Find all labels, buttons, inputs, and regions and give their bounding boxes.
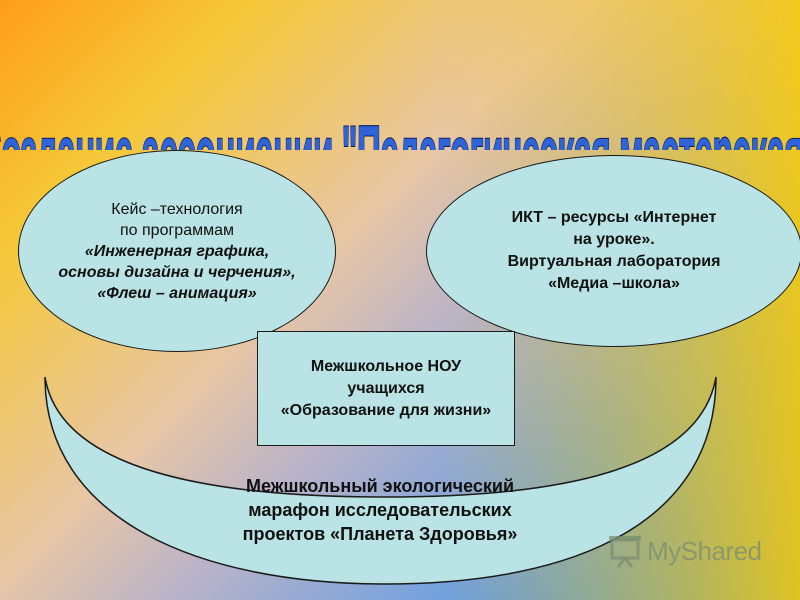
right-ellipse-line: ИКТ – ресурсы «Интернет <box>511 209 717 226</box>
projector-screen-icon <box>609 536 641 568</box>
left-ellipse-line: по программам <box>120 221 234 239</box>
watermark-text: MyShared <box>647 535 762 566</box>
title-wordart: Создание ассоциации "Педагогическая маст… <box>0 108 800 150</box>
center-box: Межшкольное НОУ учащихся «Образование дл… <box>257 331 515 446</box>
right-ellipse-line: «Медиа –школа» <box>548 275 680 292</box>
left-ellipse-line: «Инженерная графика, <box>84 242 270 260</box>
left-ellipse-line: Кейс –технология <box>111 200 243 218</box>
right-ellipse-line: на уроке». <box>573 231 655 248</box>
bottom-shape-line: проектов «Планета Здоровья» <box>242 524 518 544</box>
slide-title: Создание ассоциации "Педагогическая маст… <box>0 108 800 150</box>
bottom-shape-line: марафон исследовательских <box>248 500 512 520</box>
right-ellipse: ИКТ – ресурсы «Интернет на уроке». Вирту… <box>426 155 800 347</box>
center-box-line: учащихся <box>347 379 425 397</box>
bottom-shape-text: Межшкольный экологический марафон исслед… <box>160 474 600 546</box>
left-ellipse-line: «Флеш – анимация» <box>97 284 257 302</box>
center-box-line: «Образование для жизни» <box>280 401 492 419</box>
right-ellipse-line: Виртуальная лаборатория <box>507 253 721 270</box>
left-ellipse-line: основы дизайна и черчения», <box>58 263 296 281</box>
bottom-shape-line: Межшкольный экологический <box>245 476 515 496</box>
watermark-logo: MyShared <box>607 534 762 568</box>
left-ellipse: Кейс –технология по программам «Инженерн… <box>18 150 336 352</box>
center-box-line: Межшкольное НОУ <box>310 357 462 375</box>
